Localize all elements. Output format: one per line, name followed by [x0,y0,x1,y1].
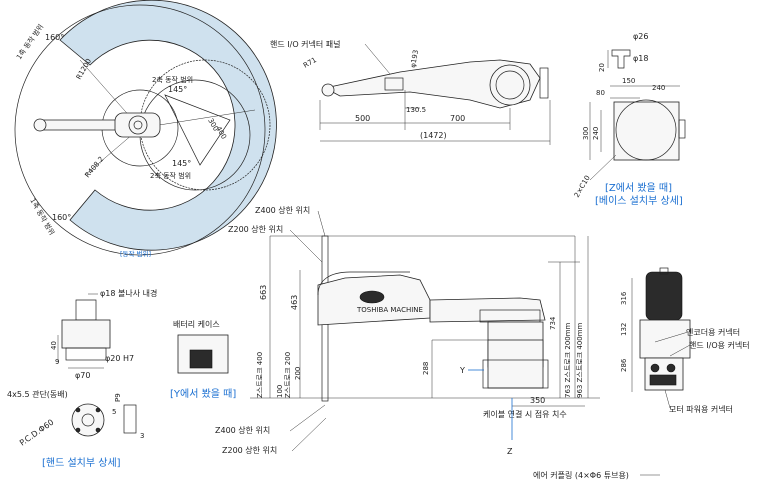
motor-cover [645,271,683,321]
dim-350-label: 350 [530,396,545,405]
z-stroke-400-label: Z스트로크 400 [256,352,264,398]
holes-label: 4x5.5 관단(동배) [7,389,68,399]
hand-flange [71,403,105,437]
axis2-range-top-label: 2축 동작 범위 [152,75,193,84]
angle-145-bottom: 145° [172,159,191,168]
hand-caption: [핸드 설치부 상세] [42,457,121,469]
encoder-connector-label: 엔코더용 커넥터 [686,327,740,337]
dim-734-label: 734 [549,316,557,330]
axis1-range-top-label: 1축 동작 범위 [14,22,45,61]
z400-lower-label: Z400 상한 위치 [215,425,270,435]
base-caption-2: [베이스 설치부 상세] [595,195,683,207]
base-caption-1: [Z에서 봤을 때] [605,182,672,194]
ball-screw-bore-label: φ18 볼나사 내경 [100,288,157,298]
dim-100-label: 100 [276,385,284,398]
holes-2xc10-label: 2×C10 [573,174,592,199]
z400-upper-label: Z400 상한 위치 [255,205,310,215]
right-side-view: 316 132 286 엔코더용 커넥터 핸드 I/O용 커넥터 모터 파워용 … [620,267,750,414]
robot-arm-top [33,112,161,138]
arm-top-view: 핸드 I/O 커넥터 패널 φ193 R71 130.5 500 700 (14… [270,39,551,145]
base-install-view: φ26 20 φ18 150 80 240 300 240 2×C10 [Z에서… [573,32,686,207]
dim-9-label: 9 [55,358,59,366]
dim-200-label: 200 [294,367,302,380]
dim-3-label: 3 [140,432,144,440]
z200-upper-label: Z200 상한 위치 [228,224,283,234]
z200-lower-label: Z200 상한 위치 [222,445,277,455]
p9-label: P9 [114,393,122,402]
dim-40-label: 40 [50,341,58,350]
hand-install-detail: φ18 볼나사 내경 40 9 φ20 H7 φ70 4x5.5 관단(동배) … [7,288,157,469]
air-coupling-label: 에어 커플링 (4×Φ6 튜브용) [533,470,629,480]
dim-300-left-label: 300 [582,127,590,140]
hand-io-panel-label: 핸드 I/O 커넥터 패널 [270,39,341,49]
motion-range-caption: [동작 범위] [120,249,151,258]
dia-18-label: φ18 [633,54,648,63]
dim-240-left-label: 240 [592,127,600,140]
angle-145-top: 145° [168,85,187,94]
motion-range-view: 1축 동작 범위 160° R1200 2축 동작 범위 145° R408.2… [14,0,277,258]
dim-130-5-label: 130.5 [406,106,426,114]
dim-700-label: 700 [450,114,465,123]
z-stroke-200mm-label: 763 Z스트로크 200mm [564,322,572,398]
dim-288-label: 288 [422,362,430,375]
dia-26-label: φ26 [633,32,648,41]
dim-286-label: 286 [620,358,628,372]
front-view: Z400 상한 위치 Z200 상한 위치 663 463 TOSHIBA MA… [170,205,660,480]
z-stroke-400mm-label: 963 Z스트로크 400mm [576,322,584,398]
cable-occupied-label: 케이블 연결 시 점유 치수 [483,409,567,419]
pcd-label: P.C.D.Φ60 [18,418,55,448]
dia-70-label: φ70 [75,371,90,380]
y-view-caption: [Y에서 봤을 때] [170,388,236,400]
dim-20-label: 20 [598,63,606,72]
dim-400-label: 400 [214,125,228,141]
dim-150-label: 150 [622,77,635,85]
dim-316-label: 316 [620,291,628,305]
hand-io-connector-label: 핸드 I/O용 커넥터 [689,340,750,350]
angle-160-top: 160° [45,33,64,42]
dim-5-label: 5 [112,408,116,416]
radius-1200-label: R1200 [75,57,93,81]
r71-label: R71 [302,56,318,70]
dim-500-label: 500 [355,114,370,123]
dim-80-label: 80 [596,89,605,97]
battery-case-label: 배터리 케이스 [173,319,220,329]
axis2-range-bottom-label: 2축 동작 범위 [150,171,191,180]
motor-power-connector-label: 모터 파워용 커넥터 [669,404,733,414]
dia-193-label: φ193 [409,49,420,68]
svg-text:TOSHIBA MACHINE: TOSHIBA MACHINE [356,306,423,314]
angle-160-bottom: 160° [52,213,71,222]
h7-label: φ20 H7 [105,354,134,363]
dim-132-label: 132 [620,323,628,336]
z-stroke-200-label: Z스트로크 200 [284,352,292,398]
radius-408-label: R408.2 [83,155,105,179]
dim-663-label: 663 [259,285,268,300]
dim-240-top-label: 240 [652,84,665,92]
dim-463-label: 463 [290,295,299,310]
z-axis-marker: Z [507,447,513,456]
dim-1472-label: (1472) [420,131,447,140]
y-axis-marker: Y [459,366,465,375]
